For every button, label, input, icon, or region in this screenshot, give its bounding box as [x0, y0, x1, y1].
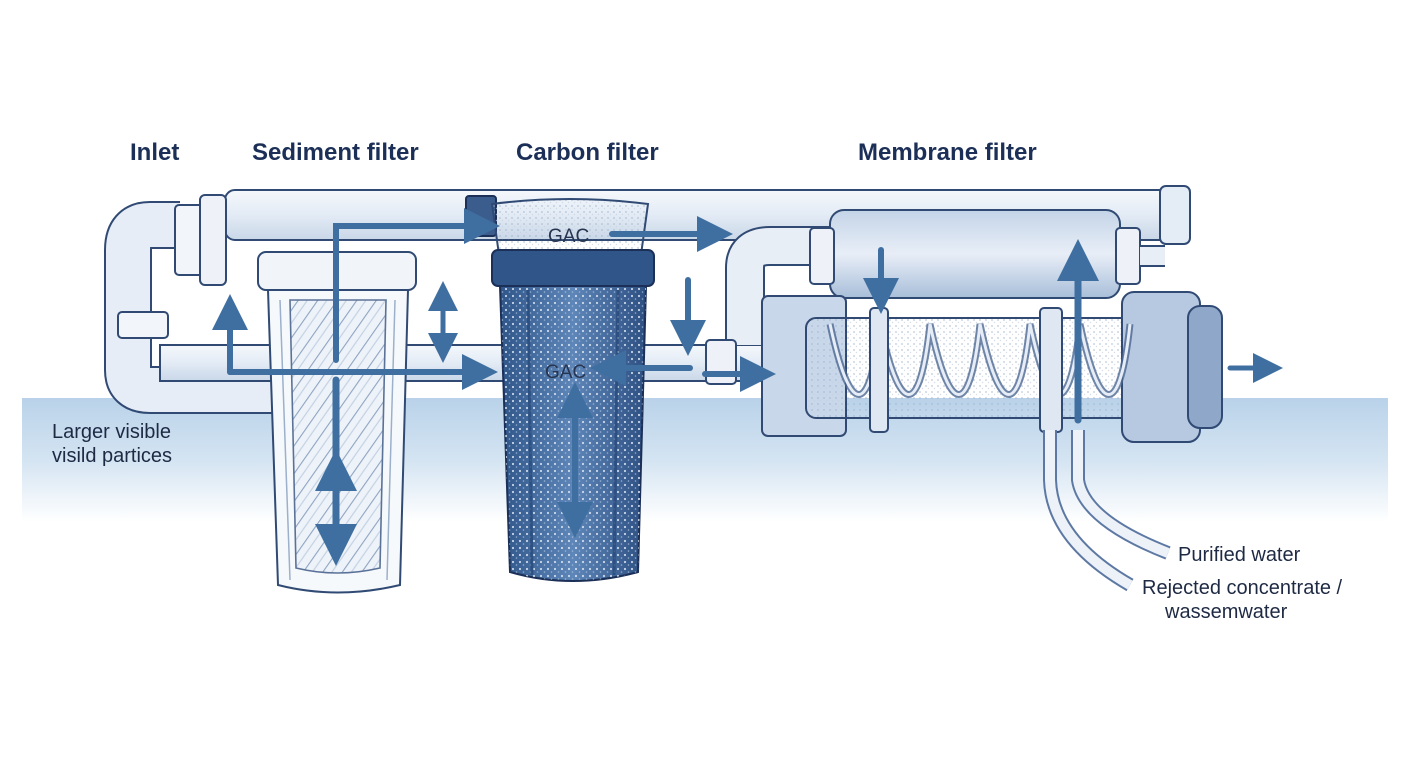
- carbon-top-label: GAC: [548, 226, 589, 247]
- carbon-filter: [466, 196, 654, 581]
- sediment-note-line-2: visild partices: [52, 445, 172, 467]
- header-carbon-filter: Carbon filter: [516, 139, 659, 166]
- rejected-label-line-2: wassemwater: [1164, 601, 1288, 623]
- header-membrane-filter: Membrane filter: [858, 139, 1037, 166]
- sediment-note-line-1: Larger visible: [52, 421, 171, 443]
- membrane-upper-tube: [810, 210, 1165, 298]
- header-inlet: Inlet: [130, 139, 179, 166]
- purified-water-label: Purified water: [1178, 544, 1301, 566]
- carbon-body-label: GAC: [545, 362, 586, 383]
- rejected-label-line-1: Rejected concentrate /: [1142, 577, 1343, 599]
- main-pipe: [160, 345, 780, 381]
- header-sediment-filter: Sediment filter: [252, 139, 419, 166]
